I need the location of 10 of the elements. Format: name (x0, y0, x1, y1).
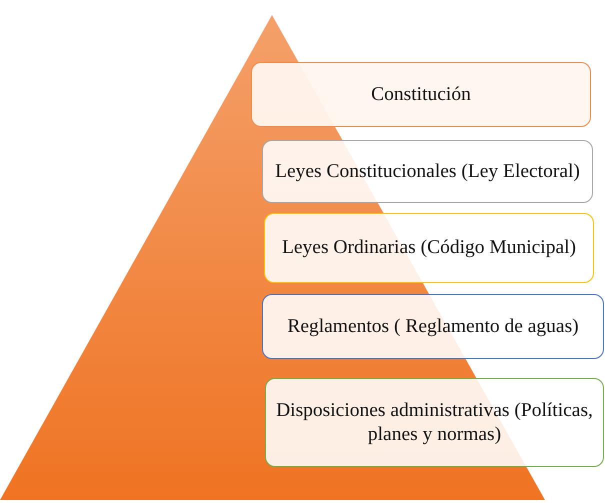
level-box (265, 378, 604, 467)
level-text: Disposiciones administrativas (Políticas, planes y normas) (275, 399, 594, 446)
level-text: Reglamentos ( Reglamento de aguas) (287, 314, 579, 338)
level-box (262, 294, 604, 359)
level-text: Constitución (371, 82, 471, 106)
level-box (262, 140, 593, 203)
level-text: Leyes Ordinarias (Código Municipal) (282, 236, 576, 260)
level-box (251, 62, 591, 127)
level-box (264, 213, 594, 283)
level-text: Leyes Constitucionales (Ley Electoral) (275, 160, 580, 184)
